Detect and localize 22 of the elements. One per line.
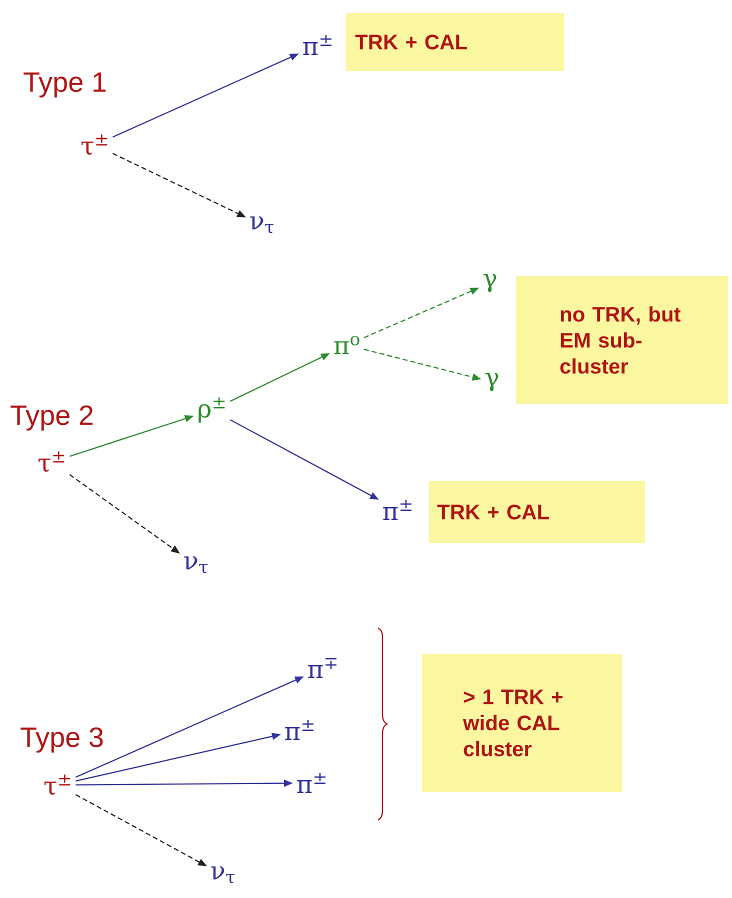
note-box: TRK + CAL xyxy=(429,481,645,543)
type-label: Type 3 xyxy=(20,727,103,753)
particle-label: π$^{±}$ xyxy=(303,35,332,55)
particle-label: π$^{±}$ xyxy=(285,720,314,740)
particle-label: ρ$^{±}$ xyxy=(198,397,225,423)
note-box: TRK + CAL xyxy=(346,13,564,71)
particle-label: π$^{o}$ xyxy=(334,336,360,354)
particle-label: γ xyxy=(483,274,496,292)
particle-label: ν$_{τ}$ xyxy=(211,866,235,884)
particle-label: τ$^{±}$ xyxy=(38,452,64,472)
particle-label: π$^{±}$ xyxy=(297,773,326,793)
particle-label: π$^{±}$ xyxy=(383,500,412,520)
particle-label: ν$_{τ}$ xyxy=(250,216,274,234)
particle-label: γ xyxy=(485,372,498,392)
particle-label: τ$^{±}$ xyxy=(82,134,108,155)
note-box: > 1 TRK + wide CAL cluster xyxy=(422,654,622,792)
particle-label: τ$^{±}$ xyxy=(44,774,70,795)
particle-label: ν$_{τ}$ xyxy=(184,556,208,574)
type-label: Type 2 xyxy=(10,405,93,431)
note-box: no TRK, but EM sub-cluster xyxy=(516,276,728,404)
particle-label: π$^{∓}$ xyxy=(308,658,336,678)
type-label: Type 1 xyxy=(24,72,106,98)
